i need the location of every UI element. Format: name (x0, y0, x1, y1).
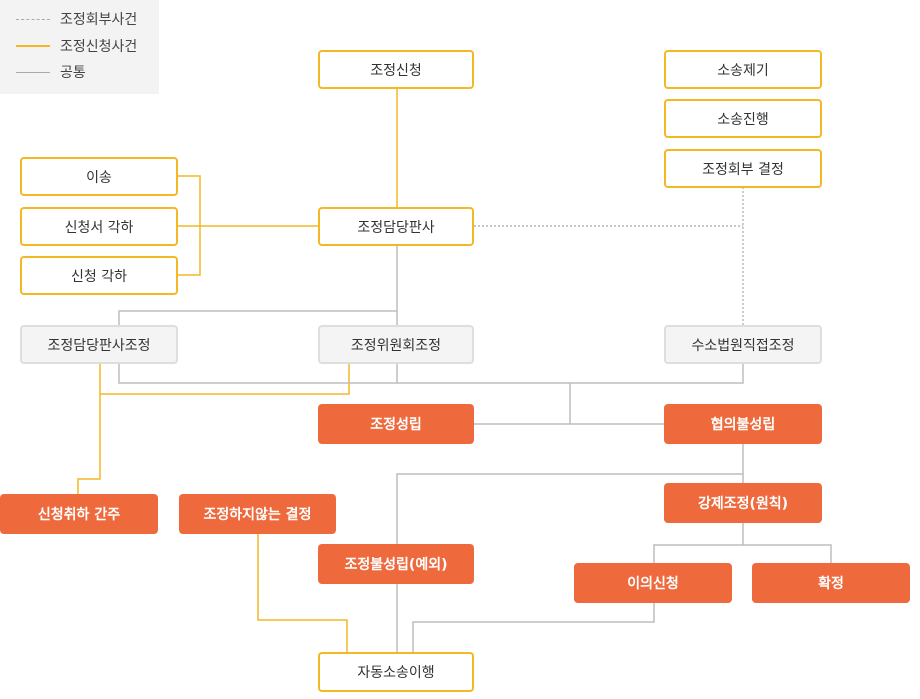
connector-dismissal-bracket (177, 175, 318, 276)
node-court-direct-mediation: 수소법원직접조정 (664, 325, 822, 364)
connector-merge-to-results (474, 383, 664, 425)
node-auto-litigation: 자동소송이행 (318, 652, 474, 692)
connector-no-mediation-to-auto (257, 533, 348, 652)
node-mediation-success: 조정성립 (318, 404, 474, 444)
legend-label: 조정회부사건 (60, 12, 138, 28)
node-lawsuit-proceeding: 소송진행 (664, 99, 822, 138)
connector-branches-merge (118, 363, 744, 384)
node-judge-mediation: 조정담당판사조정 (20, 325, 178, 364)
node-judge-in-charge: 조정담당판사 (318, 207, 474, 246)
node-deemed-withdrawal: 신청취하 간주 (0, 494, 158, 534)
node-compulsory-mediation: 강제조정(원칙) (664, 483, 822, 523)
legend-yellow-line (16, 45, 50, 47)
node-committee-mediation: 조정위원회조정 (318, 325, 474, 364)
node-no-mediation-decision: 조정하지않는 결정 (179, 494, 336, 534)
legend-gray-line (16, 71, 50, 73)
node-agreement-failure: 협의불성립 (664, 404, 822, 444)
legend-dotted-line (16, 18, 50, 20)
connector-compulsory-split (653, 522, 832, 563)
legend-item-common: 공통 (16, 62, 86, 82)
node-finalization: 확정 (752, 563, 910, 603)
node-transfer: 이송 (20, 157, 178, 196)
node-petition-dismissal: 신청서 각하 (20, 207, 178, 246)
node-lawsuit-filed: 소송제기 (664, 50, 822, 89)
connector-committee-to-branch (100, 363, 350, 395)
node-referral-decision: 조정회부 결정 (664, 149, 822, 188)
legend: 조정회부사건 조정신청사건 공통 (0, 0, 159, 94)
legend-item-application: 조정신청사건 (16, 36, 137, 56)
connector-deemed-withdrawal (77, 363, 101, 494)
connector-failure-to-auto (396, 473, 743, 652)
legend-label: 조정신청사건 (60, 39, 138, 55)
connector-objection-to-auto (412, 602, 655, 652)
connector-judge-to-branches (118, 245, 398, 325)
node-objection: 이의신청 (574, 563, 732, 603)
node-mediation-application: 조정신청 (318, 50, 474, 89)
legend-item-referral: 조정회부사건 (16, 9, 137, 29)
legend-label: 공통 (60, 65, 86, 81)
node-mediation-failure: 조정불성립(예외) (318, 544, 474, 584)
node-application-dismissal: 신청 각하 (20, 256, 178, 295)
